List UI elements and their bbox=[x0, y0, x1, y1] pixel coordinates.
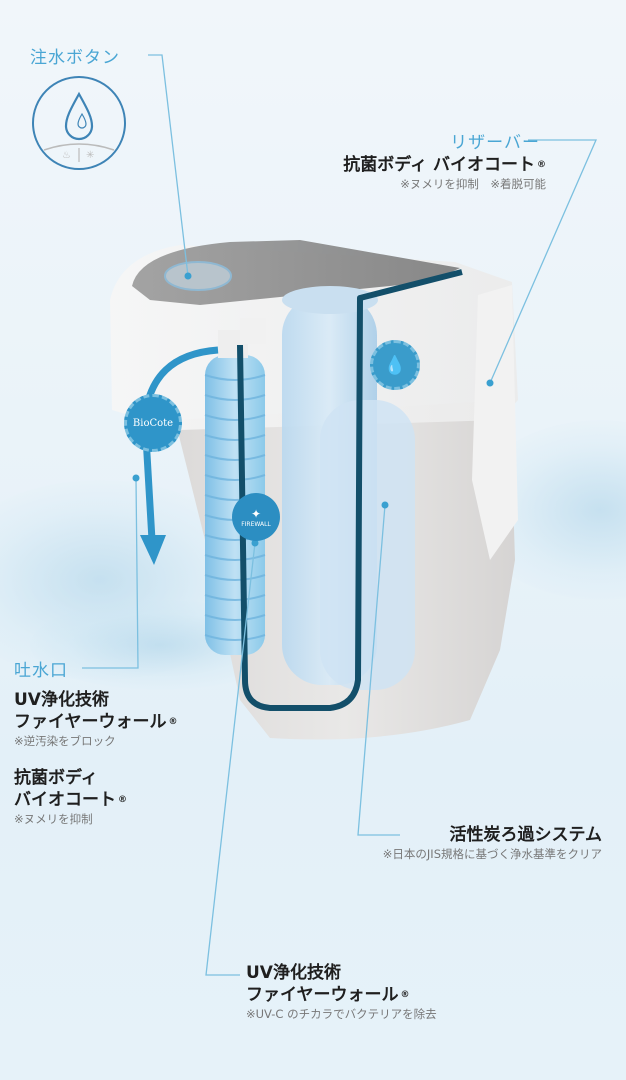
spout-item-0-note: ※逆汚染をブロック bbox=[14, 734, 116, 748]
water-drop-icon bbox=[64, 91, 94, 141]
spout-label: 吐水口 bbox=[14, 661, 68, 681]
spout-item-0-title: UV浄化技術 ファイヤーウォール® bbox=[14, 690, 178, 732]
drop-filter-icon: 💧 bbox=[383, 354, 407, 376]
firewall-badge: ✦ FIREWALL bbox=[232, 493, 280, 541]
carbon-filter-title: 活性炭ろ過システム bbox=[449, 825, 603, 845]
pour-button-on-lid bbox=[164, 261, 232, 291]
reservoir-title: 抗菌ボディ バイオコート bbox=[343, 155, 535, 175]
uv-firewall-callout: UV浄化技術 ファイヤーウォール® ※UV-C のチカラでバクテリアを除去 bbox=[246, 963, 437, 1021]
uv-firewall-title-2: ファイヤーウォール bbox=[246, 985, 399, 1005]
reservoir-details: 抗菌ボディ バイオコート® ※ヌメリを抑制 ※着脱可能 bbox=[280, 154, 546, 192]
uv-firewall-title-1: UV浄化技術 bbox=[246, 963, 341, 983]
biocote-badge: BioCote bbox=[124, 394, 182, 452]
water-flow-path bbox=[237, 269, 463, 711]
firewall-icon: ✦ bbox=[250, 506, 262, 521]
spout-item-1-note: ※ヌメリを抑制 bbox=[14, 812, 93, 826]
pour-button-label: 注水ボタン bbox=[30, 48, 120, 68]
spout-callout: 吐水口 UV浄化技術 ファイヤーウォール® ※逆汚染をブロック 抗菌ボディ バイ… bbox=[14, 656, 178, 827]
reservoir-note: ※ヌメリを抑制 ※着脱可能 bbox=[400, 177, 546, 191]
reservoir-label: リザーバー bbox=[450, 133, 540, 153]
uv-firewall-note: ※UV-C のチカラでバクテリアを除去 bbox=[246, 1007, 437, 1021]
hot-icon: ♨ bbox=[62, 150, 71, 161]
spout-item-1-title: 抗菌ボディ バイオコート® bbox=[14, 768, 127, 810]
cold-icon: ✳ bbox=[86, 150, 94, 161]
carbon-filter-note: ※日本のJIS規格に基づく浄水基準をクリア bbox=[382, 847, 602, 861]
filter-badge: 💧 bbox=[370, 340, 420, 390]
carbon-filter-callout: 活性炭ろ過システム ※日本のJIS規格に基づく浄水基準をクリア bbox=[280, 824, 602, 862]
reservoir-callout: リザーバー bbox=[450, 128, 540, 153]
pour-button-icon: ♨ ✳ bbox=[32, 76, 126, 170]
